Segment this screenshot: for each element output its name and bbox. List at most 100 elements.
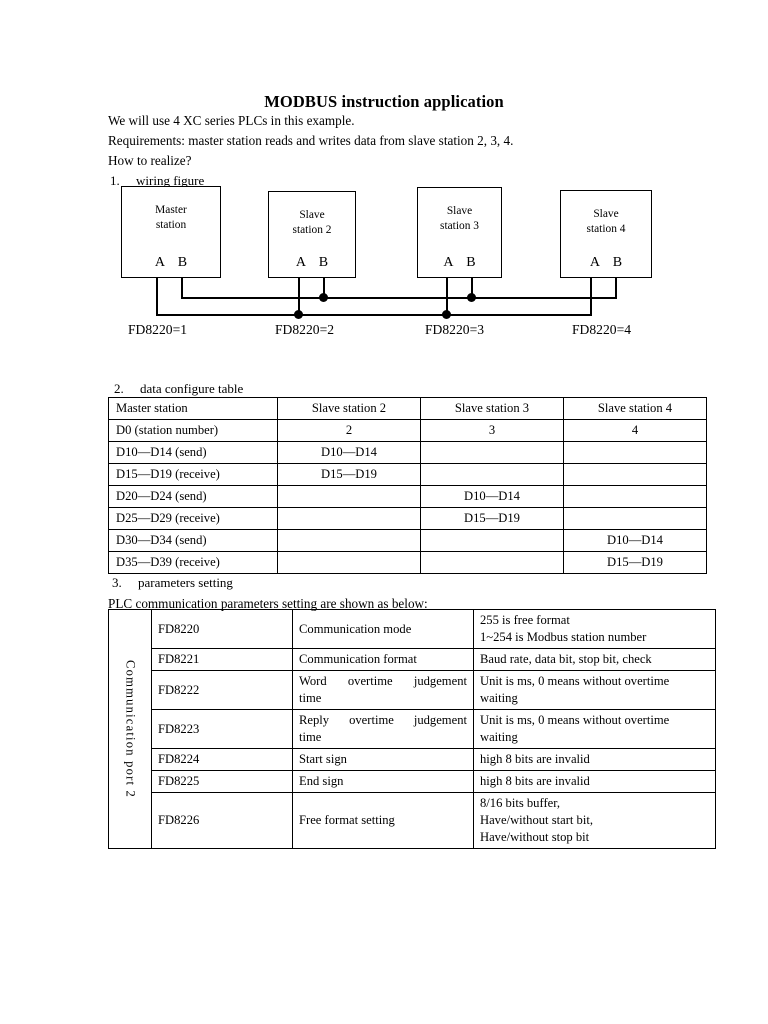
cell-slave-4 (563, 441, 707, 464)
wire-bus-a (156, 314, 591, 316)
note-line: 255 is free format (480, 613, 570, 627)
cell-parameter-description: Start sign (292, 748, 474, 771)
table-header-row: Master station Slave station 2 Slave sta… (108, 397, 707, 420)
cell-parameter-note: high 8 bits are invalid (473, 770, 716, 793)
note-line: Have/without stop bit (480, 830, 590, 844)
note-line: waiting (480, 691, 518, 705)
station-name-line1: Master (155, 204, 187, 216)
table-row: D0 (station number) 2 3 4 (108, 419, 707, 442)
cell-parameter-note: 255 is free format 1~254 is Modbus stati… (473, 609, 716, 649)
table-row: Communication port 2 FD8220 Communicatio… (108, 609, 716, 849)
communication-port-label-cell: Communication port 2 (108, 609, 152, 849)
fd-label-master: FD8220=1 (128, 322, 188, 337)
cell-slave-2: D15—D19 (277, 463, 421, 486)
cell-slave-4: 4 (563, 419, 707, 442)
wire-slave3-b (471, 278, 473, 299)
cell-master: D25—D29 (receive) (108, 507, 278, 530)
intro-line-3: How to realize? (108, 153, 192, 168)
communication-port-label: Communication port 2 (123, 659, 138, 799)
cell-parameter-description: Communication format (292, 648, 474, 671)
page-title: MODBUS instruction application (264, 92, 504, 111)
intro-line-2: Requirements: master station reads and w… (108, 133, 514, 148)
table-row: FD8225 End sign high 8 bits are invalid (109, 770, 716, 793)
note-line: Baud rate, data bit, stop bit, check (480, 652, 652, 666)
section-label: parameters setting (138, 575, 233, 590)
cell-slave-2: 2 (277, 419, 421, 442)
cell-slave-2 (277, 551, 421, 574)
cell-slave-4: D10—D14 (563, 529, 707, 552)
station-pins-slave-3: A B (443, 255, 481, 270)
cell-parameter-note: Unit is ms, 0 means without overtime wai… (473, 709, 716, 749)
fd-label-slave-3: FD8220=3 (425, 322, 485, 337)
note-line: 1~254 is Modbus station number (480, 630, 647, 644)
cell-parameter-code: FD8224 (151, 748, 293, 771)
junction-dot-slave2-b (319, 293, 328, 302)
cell-slave-2: D10—D14 (277, 441, 421, 464)
cell-slave-2 (277, 529, 421, 552)
cell-slave-4 (563, 507, 707, 530)
station-box-slave-3: Slave station 3 A B (417, 187, 502, 278)
cell-slave-4 (563, 485, 707, 508)
wire-slave4-b (615, 278, 617, 299)
data-configure-table: Master station Slave station 2 Slave sta… (108, 397, 707, 574)
wire-master-b (181, 278, 183, 299)
cell-master: D20—D24 (send) (108, 485, 278, 508)
cell-slave-2 (277, 507, 421, 530)
cell-slave-3: 3 (420, 419, 564, 442)
junction-dot-slave3-a (442, 310, 451, 319)
note-line: Unit is ms, 0 means without overtime (480, 713, 670, 727)
station-name-line2: station (155, 218, 187, 231)
section-number: 3. (112, 575, 122, 590)
section-heading-data-configure: 2. data configure table (114, 381, 243, 397)
station-box-slave-4: Slave station 4 A B (560, 190, 652, 278)
cell-master: D30—D34 (send) (108, 529, 278, 552)
station-pins-master: A B (154, 255, 193, 270)
station-name-line1: Slave (446, 205, 473, 217)
cell-parameter-code: FD8221 (151, 648, 293, 671)
cell-parameter-code: FD8223 (151, 709, 293, 749)
cell-slave-2 (277, 485, 421, 508)
note-line: waiting (480, 730, 518, 744)
cell-slave-3 (420, 441, 564, 464)
junction-dot-slave2-a (294, 310, 303, 319)
cell-slave-3 (420, 529, 564, 552)
station-name-line2: station 4 (586, 222, 626, 235)
station-name-line2: station 2 (292, 223, 332, 236)
column-header-slave-station-2: Slave station 2 (277, 397, 421, 420)
table-row: D10—D14 (send) D10—D14 (108, 441, 707, 464)
cell-parameter-code: FD8225 (151, 770, 293, 793)
station-name-line2: station 3 (440, 219, 479, 232)
note-line: high 8 bits are invalid (480, 774, 590, 788)
cell-parameter-code: FD8226 (151, 792, 293, 849)
station-name-master: Master station (122, 203, 220, 232)
cell-slave-4 (563, 463, 707, 486)
cell-parameter-description: Free format setting (292, 792, 474, 849)
section-heading-wiring: 1.wiring figure (110, 173, 204, 189)
section-number: 2. (114, 381, 124, 396)
parameters-setting-table: Communication port 2 FD8220 Communicatio… (108, 609, 716, 849)
section-label: wiring figure (136, 173, 205, 188)
description-line-1: Word overtime judgement (299, 674, 467, 688)
cell-master: D15—D19 (receive) (108, 463, 278, 486)
column-header-slave-station-3: Slave station 3 (420, 397, 564, 420)
cell-master: D10—D14 (send) (108, 441, 278, 464)
column-header-master-station: Master station (108, 397, 278, 420)
table-row: FD8222 Word overtime judgement time Unit… (109, 670, 716, 710)
section-label: data configure table (140, 381, 244, 396)
cell-slave-3 (420, 463, 564, 486)
station-name-slave-3: Slave station 3 (418, 204, 501, 233)
cell-parameter-note: 8/16 bits buffer, Have/without start bit… (473, 792, 716, 849)
cell-parameter-description: Reply overtime judgement time (292, 709, 474, 749)
description-line-2: time (299, 691, 322, 705)
cell-parameter-code: FD8222 (151, 670, 293, 710)
table-row: FD8226 Free format setting 8/16 bits buf… (109, 792, 716, 849)
cell-parameter-note: high 8 bits are invalid (473, 748, 716, 771)
wire-bus-b (181, 297, 616, 299)
station-pins-slave-2: A B (295, 255, 334, 270)
table-row: D30—D34 (send) D10—D14 (108, 529, 707, 552)
note-line: 8/16 bits buffer, (480, 796, 561, 810)
description-line-1: Reply overtime judgement (299, 713, 467, 727)
note-line: high 8 bits are invalid (480, 752, 590, 766)
table-row: FD8223 Reply overtime judgement time Uni… (109, 709, 716, 749)
